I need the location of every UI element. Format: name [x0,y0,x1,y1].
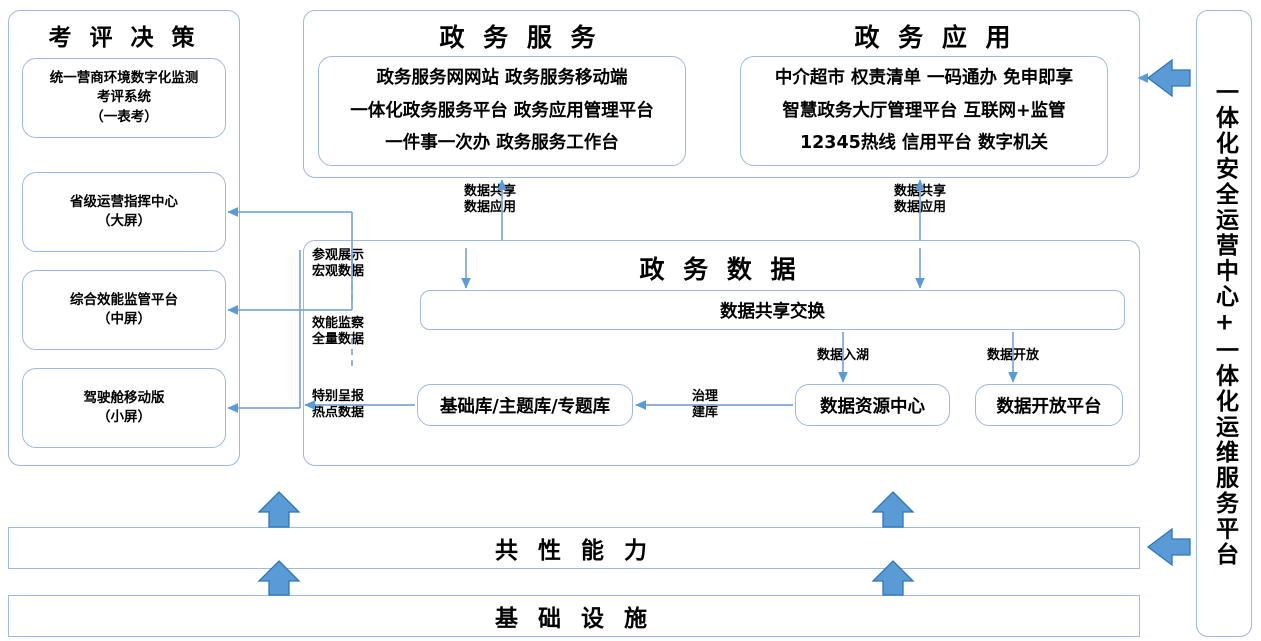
block-arrow-up-right [871,491,915,528]
label-line: 热点数据 [312,405,365,421]
label-line: 宏观数据 [312,264,365,280]
block-arrow-up-left [257,491,301,528]
label-data-open: 数据开放 [968,348,1058,364]
label-line: 参观展示 [312,248,365,263]
application-item: 智慧政务大厅管理平台 互联网+监管 [782,100,1066,121]
service-item: 一件事一次办 政务服务工作台 [385,133,619,154]
bar-label: 基 础 设 施 [494,606,654,632]
label-line: 数据入湖 [816,348,869,363]
label-line: 建库 [691,405,718,421]
card-cockpit-mobile[interactable]: 驾驶舱移动版 （小屏） [22,368,226,448]
data-open-platform-box[interactable]: 数据开放平台 [975,384,1123,426]
card-line: 统一营商环境数字化监测 [49,70,199,87]
government-service-items-box[interactable]: 政务服务网网站 政务服务移动端 一体化政务服务平台 政务应用管理平台 一件事一次… [318,56,686,166]
government-application-items-box[interactable]: 中介超市 权责清单 一码通办 免申即享 智慧政务大厅管理平台 互联网+监管 12… [740,56,1108,166]
label-line: 治理 [691,389,718,404]
label-line: 数据共享 [463,184,516,199]
card-line: （小屏） [97,409,151,425]
box-label: 基础库/主题库/专题库 [439,396,611,417]
service-item: 政务服务网网站 政务服务移动端 [376,68,628,89]
block-arrow-left-top [1146,58,1191,98]
label-data-to-lake: 数据入湖 [798,348,888,364]
label-application-to-data: 数据共享 数据应用 [850,184,990,217]
card-comprehensive-efficiency-platform[interactable]: 综合效能监管平台 （中屏） [22,270,226,350]
card-line: （一表考） [90,108,158,125]
security-ops-platform-label-wrap: 一体化安全运营中心+一体化运维服务平台 [1196,10,1252,637]
card-line: 驾驶舱移动版 [83,389,165,406]
service-item: 一体化政务服务平台 政务应用管理平台 [350,100,654,121]
security-ops-platform-panel[interactable] [1196,10,1252,637]
box-label: 数据共享交换 [720,301,825,322]
infrastructure-bar[interactable]: 基 础 设 施 [8,595,1140,637]
block-arrow-left-bottom [1146,527,1191,567]
government-service-title: 政 务 服 务 [439,23,601,52]
card-provincial-command-center[interactable]: 省级运营指挥中心 （大屏） [22,172,226,252]
application-item: 12345热线 信用平台 数字机关 [799,133,1049,154]
card-line: （中屏） [97,311,151,327]
data-share-exchange-box[interactable]: 数据共享交换 [420,290,1125,330]
card-line: 省级运营指挥中心 [70,193,178,210]
card-line: 考评系统 [97,89,151,106]
label-line: 数据开放 [986,348,1039,363]
label-line: 特别呈报 [312,389,365,404]
database-library-box[interactable]: 基础库/主题库/专题库 [417,384,633,426]
label-line: 数据应用 [893,200,946,216]
data-resource-center-box[interactable]: 数据资源中心 [795,384,950,426]
label-exhibit-macro: 参观展示 宏观数据 [312,248,392,281]
label-govern-build: 治理 建库 [680,389,730,422]
card-line: 综合效能监管平台 [70,291,178,308]
bar-label: 共 性 能 力 [494,538,654,564]
government-application-title: 政 务 应 用 [854,23,1016,52]
card-unified-business-env-eval[interactable]: 统一营商环境数字化监测 考评系统 （一表考） [22,58,226,138]
government-data-panel [303,240,1140,466]
government-data-title: 政 务 数 据 [639,255,801,284]
security-ops-platform-label: 一体化安全运营中心+一体化运维服务平台 [1211,79,1238,568]
common-capability-bar[interactable]: 共 性 能 力 [8,527,1140,569]
evaluation-decision-title: 考 评 决 策 [48,25,200,51]
label-line: 数据应用 [463,200,516,216]
label-line: 效能监察 [312,316,365,331]
label-efficiency-full: 效能监察 全量数据 [312,316,392,349]
card-line: （大屏） [97,213,151,229]
label-service-to-data: 数据共享 数据应用 [420,184,560,217]
label-line: 全量数据 [312,332,365,348]
box-label: 数据资源中心 [820,396,925,417]
label-line: 数据共享 [893,184,946,199]
label-special-report-hot: 特别呈报 热点数据 [312,389,392,422]
application-item: 中介超市 权责清单 一码通办 免申即享 [774,68,1074,89]
box-label: 数据开放平台 [996,396,1102,417]
